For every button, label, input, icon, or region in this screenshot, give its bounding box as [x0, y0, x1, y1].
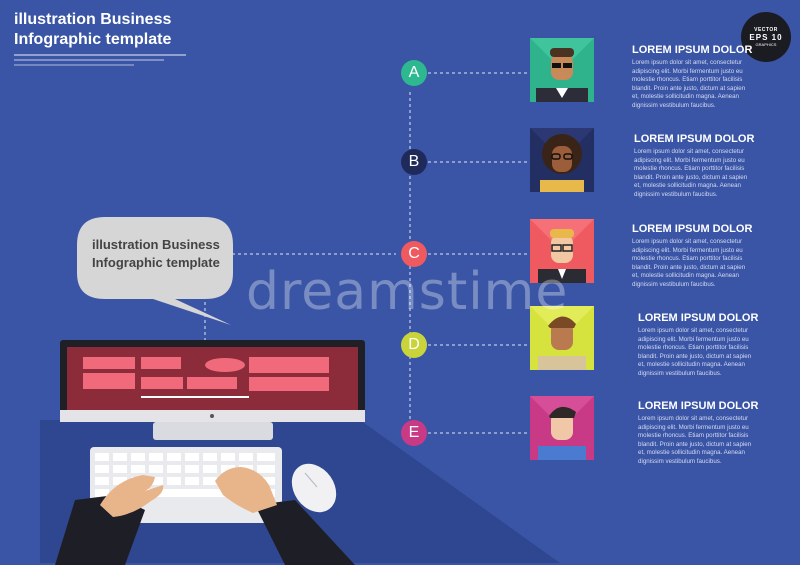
item-b-text: LOREM IPSUM DOLOR Lorem ipsum dolor sit … — [634, 133, 754, 200]
item-b-title: LOREM IPSUM DOLOR — [634, 133, 755, 145]
avatar-e — [530, 396, 594, 460]
avatar-a — [530, 38, 594, 102]
item-c-text: LOREM IPSUM DOLOR Lorem ipsum dolor sit … — [632, 223, 752, 290]
item-d-text: LOREM IPSUM DOLOR Lorem ipsum dolor sit … — [638, 312, 758, 379]
man-young-icon — [530, 396, 594, 460]
item-e-body: Lorem ipsum dolor sit amet, consectetur … — [638, 415, 752, 465]
vector-eps-badge: VECTOR EPS 10 GRAPHICS — [741, 12, 791, 62]
man-glasses-blond-icon — [530, 219, 594, 283]
man-brown-hair-icon — [530, 306, 594, 370]
badge-line2: EPS 10 — [749, 33, 783, 42]
computer-illustration — [55, 340, 365, 565]
badge-line1: VECTOR — [754, 27, 778, 33]
item-e-title: LOREM IPSUM DOLOR — [638, 400, 759, 412]
watermark: dreamstime — [246, 262, 569, 322]
step-a-letter: A — [408, 64, 420, 81]
right-hand — [215, 467, 277, 513]
badge-line3: GRAPHICS — [755, 42, 777, 47]
item-d-body: Lorem ipsum dolor sit amet, consectetur … — [638, 327, 752, 377]
bubble-text: illustration Business Infographic templa… — [92, 236, 220, 272]
item-a-text: LOREM IPSUM DOLOR Lorem ipsum dolor sit … — [632, 44, 752, 111]
step-a-circle[interactable]: A — [401, 60, 427, 86]
step-d-circle[interactable]: D — [401, 332, 427, 358]
header-title-line1: illustration Business — [14, 11, 172, 28]
item-d-title: LOREM IPSUM DOLOR — [638, 312, 759, 324]
step-e-letter: E — [408, 424, 420, 441]
step-c-circle[interactable]: C — [401, 241, 427, 267]
step-c-letter: C — [408, 245, 420, 262]
bubble-line1: illustration Business — [92, 237, 220, 252]
speech-bubble — [77, 217, 233, 325]
left-hand — [100, 475, 164, 517]
avatar-c — [530, 219, 594, 283]
step-b-circle[interactable]: B — [401, 149, 427, 175]
item-a-body: Lorem ipsum dolor sit amet, consectetur … — [632, 59, 746, 109]
item-a-title: LOREM IPSUM DOLOR — [632, 44, 753, 56]
step-b-letter: B — [408, 153, 420, 170]
man-sunglasses-icon — [530, 38, 594, 102]
bubble-line2: Infographic template — [92, 255, 220, 270]
monitor-stand — [153, 422, 273, 440]
item-e-text: LOREM IPSUM DOLOR Lorem ipsum dolor sit … — [638, 400, 758, 467]
header-title: illustration Business Infographic templa… — [14, 10, 171, 50]
step-d-letter: D — [408, 336, 420, 353]
header-title-line2: Infographic template — [14, 31, 172, 48]
avatar-d — [530, 306, 594, 370]
step-e-circle[interactable]: E — [401, 420, 427, 446]
item-c-body: Lorem ipsum dolor sit amet, consectetur … — [632, 238, 746, 288]
item-c-title: LOREM IPSUM DOLOR — [632, 223, 753, 235]
avatar-b — [530, 128, 594, 192]
header-fine-print — [14, 54, 186, 66]
woman-curly-hair-icon — [530, 128, 594, 192]
item-b-body: Lorem ipsum dolor sit amet, consectetur … — [634, 148, 748, 198]
mouse — [291, 463, 337, 513]
right-sleeve — [255, 500, 355, 565]
